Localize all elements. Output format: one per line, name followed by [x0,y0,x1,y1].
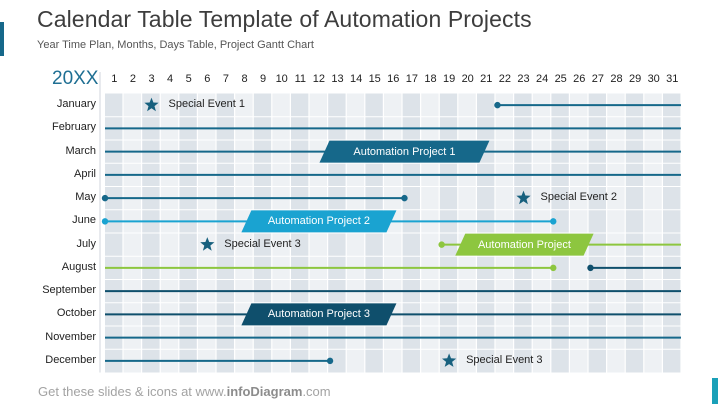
day-column [272,93,290,373]
day-column [588,93,606,373]
timeline-dot [438,241,445,248]
month-label: November [45,330,96,343]
day-column [291,93,309,373]
day-label: 19 [442,73,456,85]
footer-credit: Get these slides & icons at www.infoDiag… [38,384,331,399]
footer-brand: infoDiagram [226,384,303,399]
project-bar-label: Automation Project 3 [267,308,370,321]
day-label: 20 [461,73,474,85]
day-label: 28 [610,73,623,85]
day-label: 8 [241,73,248,85]
day-column [123,93,141,373]
month-label: September [42,284,96,297]
day-label: 13 [331,73,344,85]
day-label: 21 [480,73,493,85]
day-column [328,93,346,373]
project-bar-label: Automation Project [477,238,571,251]
timeline-dot [550,218,557,225]
page-title: Calendar Table Template of Automation Pr… [37,6,532,32]
month-label: March [65,144,96,157]
day-column [309,93,327,373]
event-label: Special Event 3 [224,237,301,250]
footer-suffix: .com [302,384,331,399]
star-icon [516,190,531,205]
day-column [625,93,644,373]
month-label: June [72,214,96,227]
right-accent-bar [712,378,718,404]
day-column [402,93,420,373]
day-column [253,93,272,373]
star-icon [144,97,159,112]
month-label: August [61,260,96,273]
month-label: April [73,167,96,180]
event-label: Special Event 1 [168,98,245,111]
day-label: 17 [405,73,419,85]
day-label: 25 [554,73,567,85]
day-column [384,93,402,373]
day-column [421,93,439,373]
timeline-dot [587,264,594,272]
left-accent-bar [0,22,4,56]
star-icon [442,353,457,367]
day-label: 22 [498,73,512,85]
page-subtitle: Year Time Plan, Months, Days Table, Proj… [37,39,314,51]
day-column [179,93,197,373]
month-label: January [56,98,96,111]
day-label: 7 [222,73,229,85]
day-label: 3 [148,73,155,85]
day-label: 14 [349,73,363,85]
day-label: 18 [424,73,437,85]
project-bar-label: Automation Project 2 [267,215,370,228]
day-column [216,93,234,373]
day-label: 24 [535,73,549,85]
day-column [663,93,681,373]
month-label: February [51,121,96,134]
star-icon [200,237,215,251]
day-label: 31 [666,73,679,85]
timeline-dot [326,357,334,365]
day-column [346,93,365,373]
day-column [235,93,253,373]
month-label: July [76,237,96,250]
day-label: 30 [647,73,660,85]
day-label: 6 [204,73,211,85]
day-label: 27 [591,73,605,85]
day-column [644,93,662,373]
day-label: 1 [111,73,118,85]
timeline-dot [494,101,501,109]
timeline-dot [101,218,109,225]
timeline-dot [101,194,109,202]
day-label: 23 [517,73,530,85]
day-label: 5 [185,73,192,85]
day-label: 4 [167,73,174,85]
day-column [160,93,179,373]
day-label: 9 [260,73,267,85]
day-column [198,93,216,373]
day-column [607,93,625,373]
day-label: 12 [312,73,326,85]
month-label: May [75,191,96,204]
day-label: 26 [573,73,586,85]
event-label: Special Event 2 [540,191,617,204]
day-label: 15 [368,73,381,85]
month-label: December [45,353,96,366]
timeline-dot [401,194,408,202]
day-column [105,93,123,373]
event-label: Special Event 3 [466,353,543,366]
day-label: 11 [294,73,306,85]
month-label: October [56,307,96,320]
project-bar-label: Automation Project 1 [353,145,456,158]
footer-prefix: Get these slides & icons at www. [38,384,227,399]
year-label: 20XX [52,68,99,89]
day-column [365,93,383,373]
day-label: 10 [275,73,288,85]
day-column [439,93,458,373]
day-label: 2 [129,73,136,85]
day-label: 16 [387,73,400,85]
timeline-dot [550,264,557,272]
day-column [142,93,160,373]
day-label: 29 [628,73,642,85]
